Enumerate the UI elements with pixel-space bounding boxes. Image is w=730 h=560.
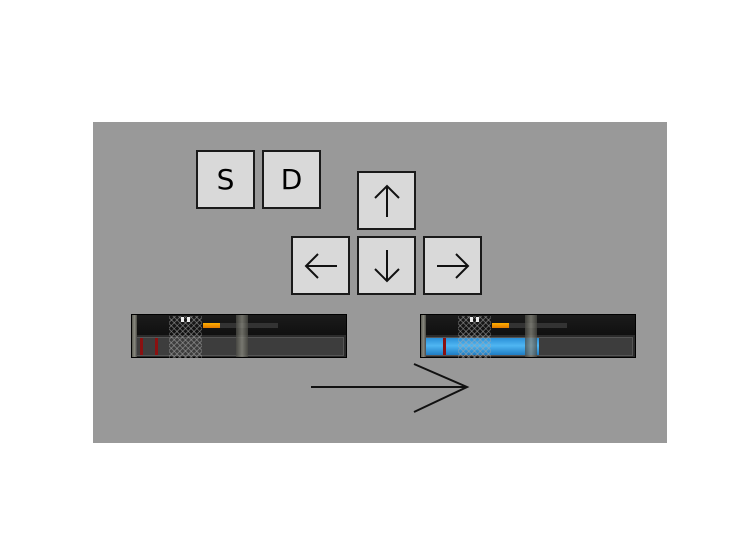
grate-texture (169, 316, 202, 358)
arrow-up-icon (373, 184, 400, 217)
hud-pillar (421, 315, 426, 357)
arrow-left-icon (304, 252, 337, 279)
tutorial-panel: S D (93, 122, 667, 443)
hud-strip-before (131, 314, 347, 358)
hud-pillar (132, 315, 137, 357)
robot-eye (476, 317, 479, 322)
robot-eye (470, 317, 473, 322)
grate-texture (458, 316, 491, 358)
key-left (291, 236, 350, 295)
hud-pipe (236, 315, 248, 357)
health-marker (443, 338, 446, 355)
key-d-label: D (280, 162, 303, 196)
health-marker (155, 338, 158, 355)
arrow-down-icon (373, 249, 400, 282)
key-right (423, 236, 482, 295)
ammo-bar-fill (203, 323, 220, 328)
key-d: D (262, 150, 321, 209)
arrow-right-icon (436, 252, 469, 279)
key-up (357, 171, 416, 230)
ammo-bar-fill (492, 323, 509, 328)
hud-pipe (525, 315, 537, 357)
health-bar-fill (426, 338, 540, 355)
hud-strip-after (420, 314, 636, 358)
health-marker (140, 338, 143, 355)
key-s: S (196, 150, 255, 209)
robot-eye (187, 317, 190, 322)
robot-eye (181, 317, 184, 322)
key-s-label: S (216, 162, 235, 196)
long-arrow-right-icon (311, 363, 470, 413)
key-down (357, 236, 416, 295)
